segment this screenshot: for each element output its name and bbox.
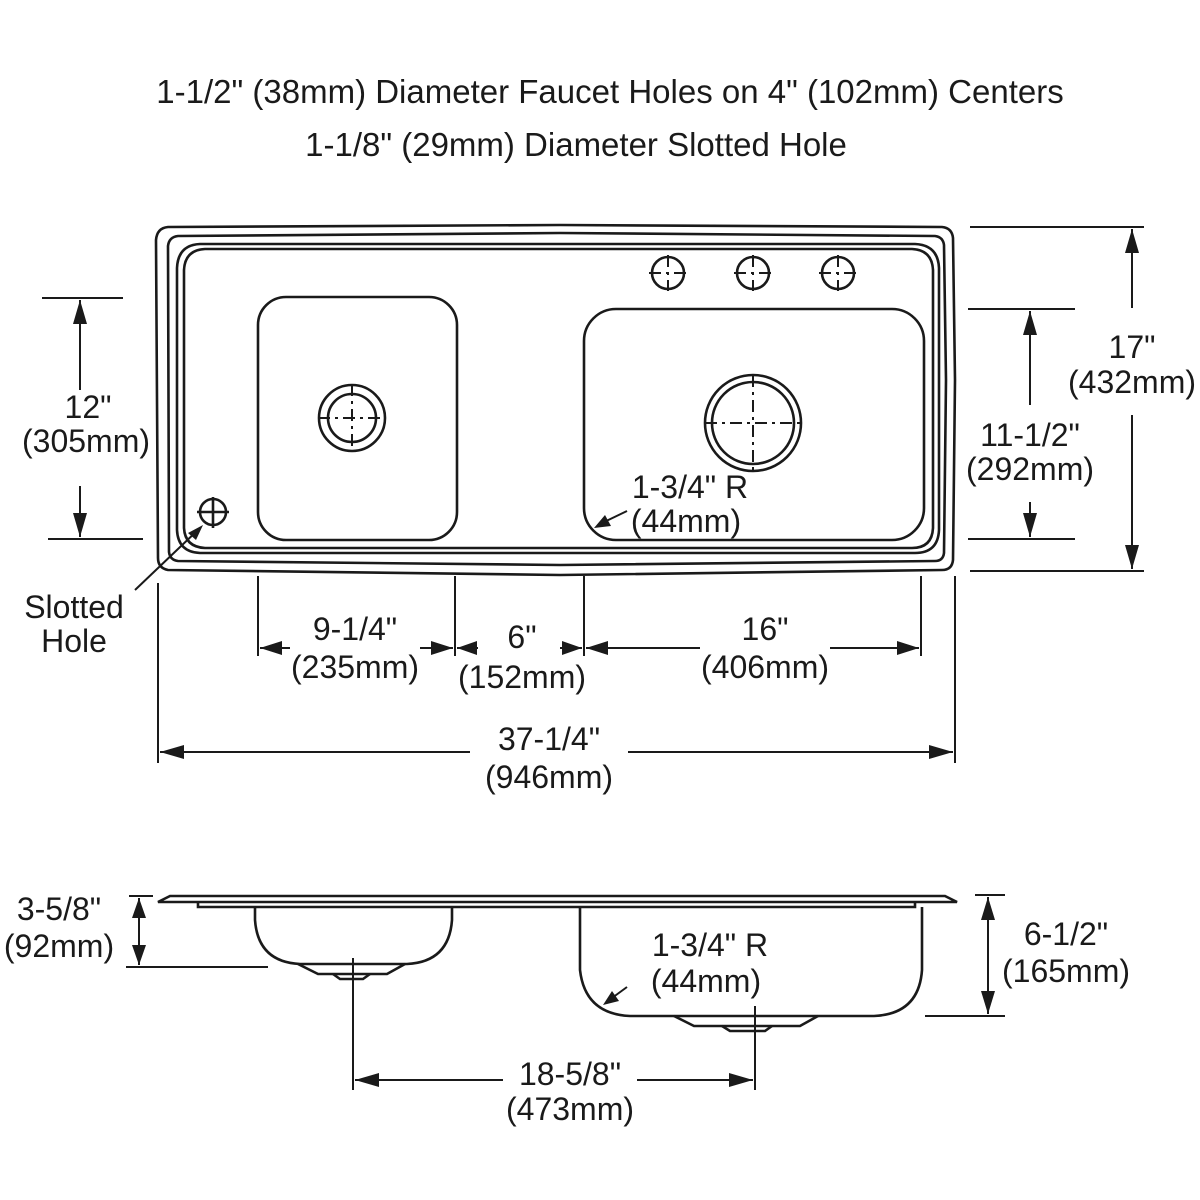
svg-text:(406mm): (406mm): [701, 649, 829, 685]
right-bowl: [582, 307, 926, 542]
plan-radius-imperial: 1-3/4" R: [632, 469, 748, 505]
svg-text:18-5/8": 18-5/8": [519, 1056, 621, 1092]
svg-text:6": 6": [507, 619, 536, 655]
faucet-hole-3-icon: [819, 255, 857, 291]
svg-text:16": 16": [742, 611, 789, 647]
slotted-hole-label: Slotted: [24, 589, 124, 625]
section-view-sink-profile: [157, 894, 958, 1033]
plan-view-sink-outline: [154, 223, 957, 577]
dim-left-bowl-width: 9-1/4" (235mm): [260, 611, 453, 685]
svg-text:(432mm): (432mm): [1068, 364, 1196, 400]
faucet-holes: [649, 255, 857, 291]
slotted-hole-label-2: Hole: [41, 623, 107, 659]
right-drain-icon: [703, 373, 803, 473]
dim-overall-width: 37-1/4" (946mm): [160, 721, 953, 795]
dim-left-bowl-length: 12" (305mm): [22, 297, 150, 540]
svg-text:(946mm): (946mm): [485, 759, 613, 795]
svg-text:6-1/2": 6-1/2": [1024, 916, 1108, 952]
dim-drain-center-distance: 18-5/8" (473mm): [355, 1056, 753, 1127]
dim-right-bowl-depth: 6-1/2" (165mm): [925, 894, 1130, 1017]
svg-text:(152mm): (152mm): [458, 659, 586, 695]
svg-text:(292mm): (292mm): [966, 451, 1094, 487]
faucet-hole-1-icon: [649, 255, 687, 291]
section-radius-metric: (44mm): [651, 963, 761, 999]
svg-text:(235mm): (235mm): [291, 649, 419, 685]
dim-right-bowl-width: 16" (406mm): [586, 611, 919, 685]
svg-text:(305mm): (305mm): [22, 423, 150, 459]
faucet-hole-2-icon: [734, 255, 772, 291]
dim-right-bowl-length: 11-1/2" (292mm): [966, 308, 1094, 540]
left-drain-icon: [317, 383, 387, 453]
section-radius-imperial: 1-3/4" R: [652, 927, 768, 963]
slotted-hole-leader: [134, 527, 201, 591]
svg-text:(165mm): (165mm): [1002, 953, 1130, 989]
svg-text:3-5/8": 3-5/8": [17, 891, 101, 927]
slotted-hole-icon: [197, 497, 229, 528]
header-slotted-hole: 1-1/8" (29mm) Diameter Slotted Hole: [305, 126, 847, 163]
dim-left-bowl-depth: 3-5/8" (92mm): [4, 891, 268, 968]
svg-text:(92mm): (92mm): [4, 928, 114, 964]
svg-text:(473mm): (473mm): [506, 1091, 634, 1127]
plan-radius-metric: (44mm): [631, 503, 741, 539]
left-bowl: [256, 295, 459, 542]
header-faucet-holes: 1-1/2" (38mm) Diameter Faucet Holes on 4…: [156, 73, 1063, 110]
dim-overall-depth: 17" (432mm): [970, 226, 1196, 572]
svg-text:9-1/4": 9-1/4": [313, 611, 397, 647]
svg-text:11-1/2": 11-1/2": [980, 417, 1080, 453]
svg-text:12": 12": [65, 389, 112, 425]
dim-bowl-spacing: 6" (152mm): [457, 619, 586, 695]
svg-text:37-1/4": 37-1/4": [498, 721, 600, 757]
svg-text:17": 17": [1109, 329, 1156, 365]
